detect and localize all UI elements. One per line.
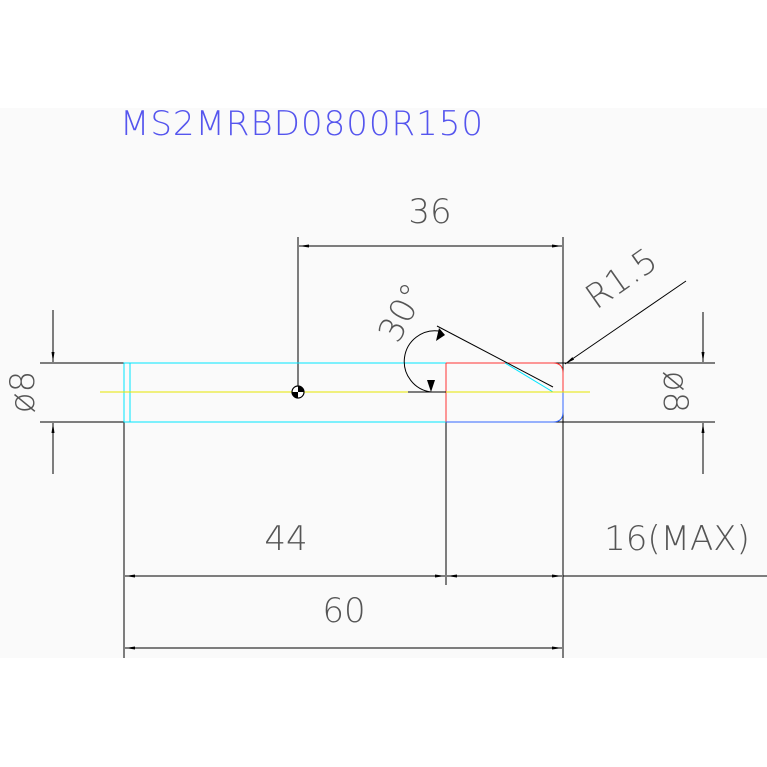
background-band: [0, 108, 767, 658]
cutting-tip-top-corner: [552, 362, 564, 392]
right-diameter-label: ø8: [655, 371, 695, 413]
total-length-label: 60: [322, 591, 365, 631]
center-to-tip-label: 36: [408, 192, 451, 232]
radius-leader-line: [564, 280, 687, 365]
shank-length-label: 44: [264, 519, 307, 559]
left-diameter-label: ø8: [3, 371, 43, 413]
angle-arc-arrow-top: [436, 328, 445, 341]
center-point-marker: [291, 385, 305, 399]
cutting-length-label: 16(MAX): [604, 519, 750, 559]
cutting-tip-bottom-corner: [446, 392, 564, 423]
part-number-title: MS2MRBD0800R150: [120, 104, 484, 144]
angle-arc: [403, 330, 440, 393]
cutting-face-diagonal: [504, 362, 554, 393]
angle-ray-line: [436, 325, 554, 388]
angle-arc-arrow-bottom: [427, 380, 435, 392]
